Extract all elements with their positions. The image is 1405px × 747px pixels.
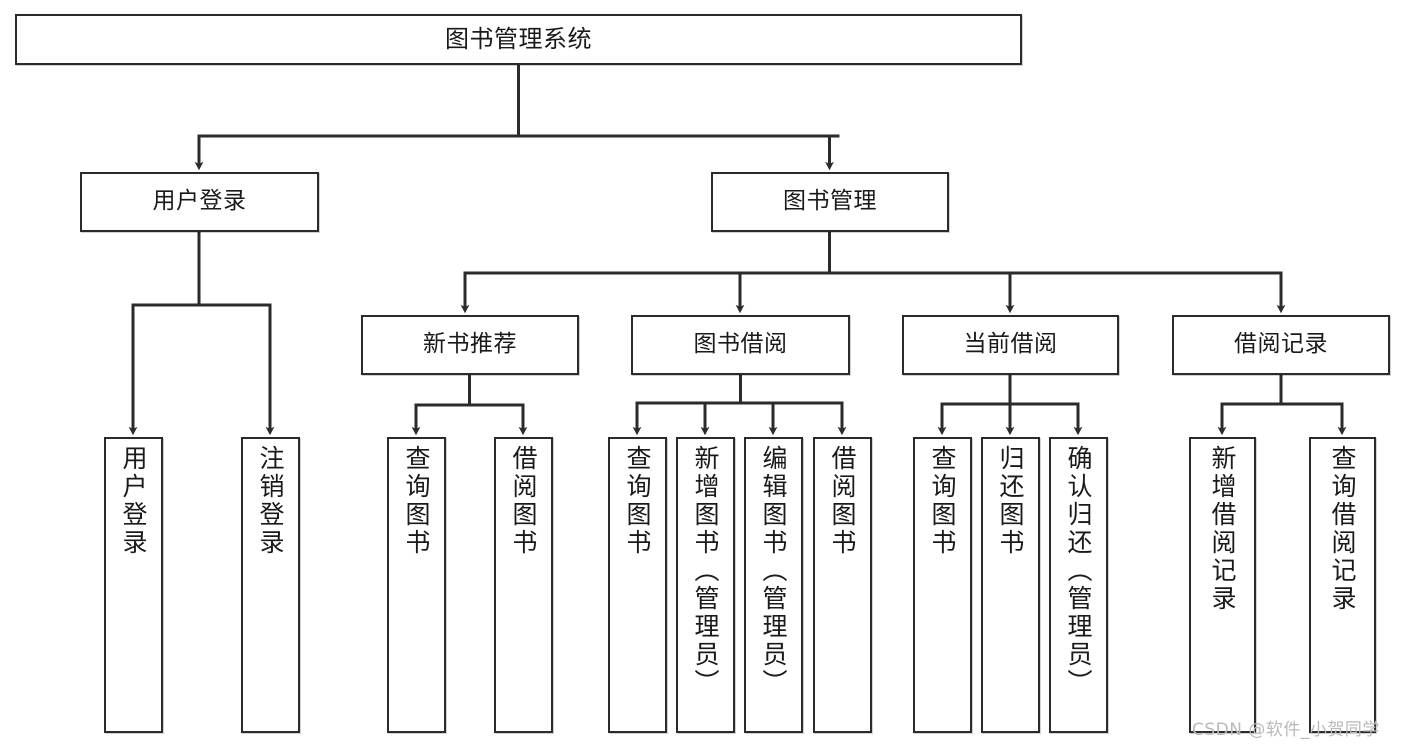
node-root[interactable]: 图书管理系统 <box>15 14 1022 65</box>
leaf-add-book[interactable]: 新增图书（管理员） <box>676 437 735 733</box>
node-current-borrow-label: 当前借阅 <box>963 331 1058 358</box>
leaf-borrow-book-2[interactable]: 借阅图书 <box>813 437 872 733</box>
leaf-return-book[interactable]: 归还图书 <box>981 437 1040 733</box>
leaf-query-book-2-label: 查询图书 <box>623 445 652 557</box>
leaf-user-login[interactable]: 用户登录 <box>104 437 163 733</box>
leaf-return-book-label: 归还图书 <box>996 445 1025 557</box>
leaf-edit-book[interactable]: 编辑图书（管理员） <box>744 437 803 733</box>
node-book-borrow[interactable]: 图书借阅 <box>631 315 850 375</box>
leaf-query-book-1[interactable]: 查询图书 <box>387 437 446 733</box>
node-current-borrow[interactable]: 当前借阅 <box>902 315 1119 375</box>
leaf-logout[interactable]: 注销登录 <box>241 437 300 733</box>
leaf-query-book-2[interactable]: 查询图书 <box>608 437 667 733</box>
csdn-watermark-text: CSDN @软件_小贺同学 <box>1192 720 1380 740</box>
node-user-login[interactable]: 用户登录 <box>80 172 319 232</box>
leaf-query-book-3-label: 查询图书 <box>928 445 957 557</box>
leaf-edit-book-label: 编辑图书（管理员） <box>759 445 788 697</box>
node-new-book-rec-label: 新书推荐 <box>423 331 517 358</box>
leaf-user-login-label: 用户登录 <box>119 445 148 557</box>
node-book-manage-label: 图书管理 <box>783 188 877 215</box>
leaf-query-record[interactable]: 查询借阅记录 <box>1309 437 1376 733</box>
leaf-add-record-label: 新增借阅记录 <box>1208 445 1237 613</box>
node-book-manage[interactable]: 图书管理 <box>711 172 949 232</box>
leaf-logout-label: 注销登录 <box>256 445 285 557</box>
leaf-query-book-3[interactable]: 查询图书 <box>913 437 972 733</box>
leaf-borrow-book-1-label: 借阅图书 <box>509 445 538 557</box>
leaf-confirm-return-label: 确认归还（管理员） <box>1064 445 1093 697</box>
node-new-book-rec[interactable]: 新书推荐 <box>361 315 579 375</box>
csdn-watermark: CSDN @软件_小贺同学 <box>1192 715 1380 740</box>
leaf-add-record[interactable]: 新增借阅记录 <box>1189 437 1256 733</box>
node-borrow-record[interactable]: 借阅记录 <box>1172 315 1390 375</box>
node-book-borrow-label: 图书借阅 <box>693 331 788 358</box>
node-borrow-record-label: 借阅记录 <box>1234 331 1328 358</box>
leaf-borrow-book-2-label: 借阅图书 <box>828 445 857 557</box>
leaf-borrow-book-1[interactable]: 借阅图书 <box>494 437 553 733</box>
node-root-label: 图书管理系统 <box>445 25 592 54</box>
leaf-query-record-label: 查询借阅记录 <box>1328 445 1357 613</box>
leaf-add-book-label: 新增图书（管理员） <box>691 445 720 697</box>
leaf-query-book-1-label: 查询图书 <box>402 445 431 557</box>
node-user-login-label: 用户登录 <box>152 188 247 215</box>
leaf-confirm-return[interactable]: 确认归还（管理员） <box>1049 437 1108 733</box>
